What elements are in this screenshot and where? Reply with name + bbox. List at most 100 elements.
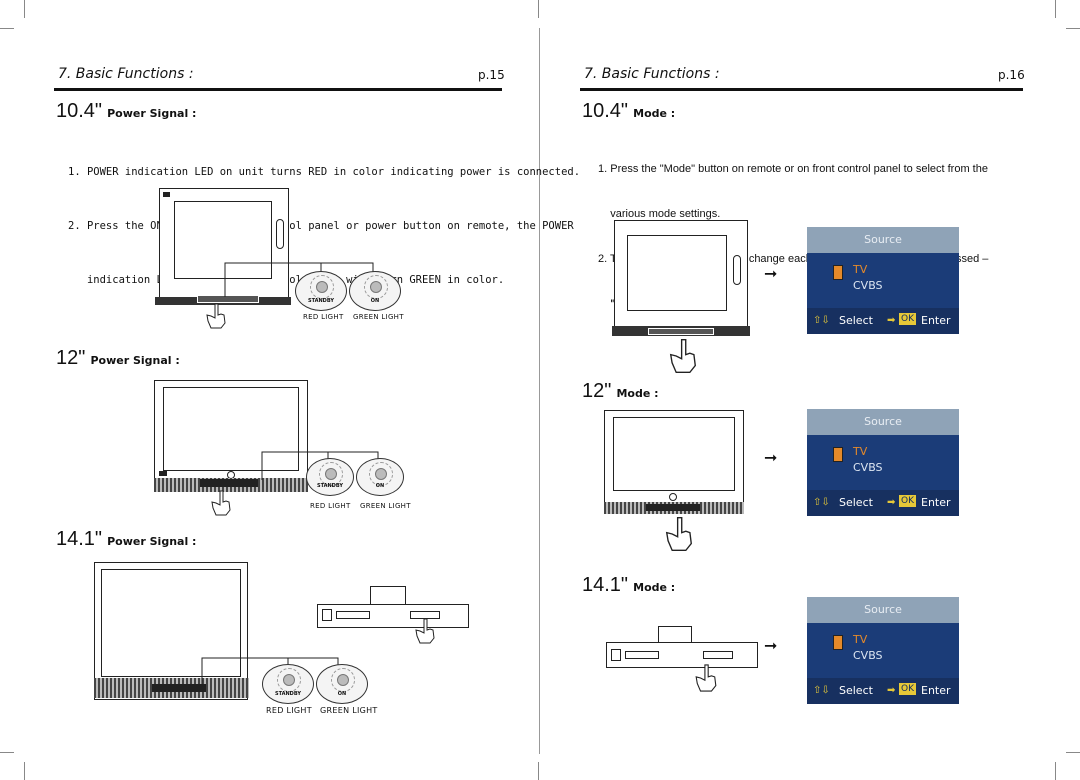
side-buttons-left [336,611,370,619]
right-page-header: 7. Basic Functions : [584,66,720,82]
led-dot [370,281,382,294]
trim-mark [1066,752,1080,753]
pointing-hand-icon [206,303,226,329]
section-size: 12" [582,380,612,402]
standby-label: STANDBY [308,298,334,304]
tv-14-mode-figure [598,626,768,696]
section-size: 12" [56,347,86,369]
right-arrow-icon: ➞ [764,636,778,655]
side-handle [733,255,741,285]
selection-marker-icon [833,635,843,650]
tv-screen [613,417,735,491]
page-fold-line [539,28,540,754]
select-hint: Select [839,314,873,327]
pointing-hand-icon [211,490,231,516]
brand-logo [163,192,170,197]
trim-mark [1066,28,1080,29]
on-label: ON [337,691,347,697]
control-panel [200,479,258,487]
osd-help-bar: ⇧⇩ Select ➡ OK Enter [807,678,959,704]
right-arrow-icon: ➡ [887,315,896,326]
source-menu-osd: Source TV CVBS ⇧⇩ Select ➡ OK Enter [807,409,959,516]
pointing-hand-icon [665,516,692,552]
osd-title: Source [807,409,959,435]
caption-red-light: RED LIGHT [310,502,351,510]
tv-14-body [94,562,248,700]
side-stand [370,586,406,605]
standby-led: STANDBY [262,664,314,704]
trim-mark [538,0,539,18]
caption-green-light: GREEN LIGHT [353,313,404,321]
side-port [611,649,621,661]
section-10-heading: 10.4" Power Signal : [56,100,196,123]
tv-side-view [606,642,758,668]
section-14-heading: 14.1" Mode : [582,574,675,597]
section-label: Mode : [616,387,659,400]
osd-help-bar: ⇧⇩ Select ➡ OK Enter [807,490,959,516]
section-10-heading: 10.4" Mode : [582,100,675,123]
up-down-arrow-icon: ⇧⇩ [813,315,830,326]
tv-12-power-figure: STANDBY ON RED LIGHT GREEN LIGHT [150,378,420,518]
pointing-hand-icon [415,618,435,644]
selection-marker-icon [833,265,843,280]
control-panel [152,684,206,692]
section-label: Mode : [633,107,676,120]
trim-mark [24,0,25,18]
led-dot [283,674,295,687]
tv-14-power-figure: STANDBY ON RED LIGHT GREEN LIGHT [92,560,482,722]
select-hint: Select [839,684,873,697]
source-menu-osd: Source TV CVBS ⇧⇩ Select ➡ OK Enter [807,227,959,334]
side-port [322,609,332,621]
trim-mark [24,762,25,780]
left-page-header: 7. Basic Functions : [58,66,194,82]
led-dot [337,674,349,687]
section-size: 14.1" [56,528,103,550]
trim-mark [0,28,14,29]
right-arrow-icon: ➡ [887,497,896,508]
tv-12-mode-figure [602,408,752,558]
section-label: Power Signal : [107,535,197,548]
control-buttons [648,328,714,335]
caption-green-light: GREEN LIGHT [360,502,411,510]
power-button [669,493,677,501]
osd-option-tv: TV [853,445,868,458]
enter-hint: Enter [921,314,951,327]
tv-12-body [604,410,744,510]
led-dot [325,467,337,480]
standby-label: STANDBY [317,483,343,489]
led-dot [316,281,328,294]
caption-green-light: GREEN LIGHT [320,706,378,715]
osd-title: Source [807,597,959,623]
trim-mark [538,762,539,780]
section-12-heading: 12" Power Signal : [56,347,180,370]
standby-led: STANDBY [295,271,347,311]
left-page-number: p.15 [478,68,505,82]
ok-key: OK [899,313,916,325]
tv-side-view [317,604,469,628]
tv-10-body [614,220,748,330]
on-led: ON [349,271,401,311]
enter-hint: Enter [921,496,951,509]
right-arrow-icon: ➞ [764,264,778,283]
select-hint: Select [839,496,873,509]
side-buttons-left [625,651,659,659]
trim-mark [1055,762,1056,780]
ok-key: OK [899,683,916,695]
tv-screen [174,201,272,279]
section-size: 10.4" [582,100,629,122]
trim-mark [0,752,14,753]
caption-red-light: RED LIGHT [303,313,344,321]
trim-mark [1055,0,1056,18]
step-1: 1. POWER indication LED on unit turns RE… [68,166,581,178]
osd-help-bar: ⇧⇩ Select ➡ OK Enter [807,308,959,334]
on-led: ON [356,458,404,496]
control-buttons [197,295,259,303]
on-label: ON [375,483,385,489]
caption-red-light: RED LIGHT [266,706,312,715]
side-stand [658,626,692,643]
osd-option-tv: TV [853,263,868,276]
step-1-cont: various mode settings. [598,208,721,220]
indicator-connector [261,451,381,480]
osd-option-cvbs: CVBS [853,649,883,662]
standby-label: STANDBY [275,691,301,697]
